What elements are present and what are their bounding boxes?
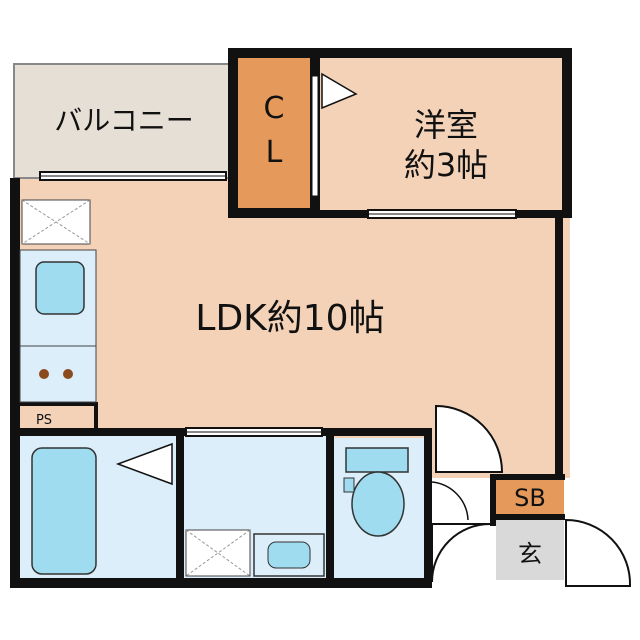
closet-label-line1: C — [264, 91, 285, 126]
stove-burner-icon — [63, 369, 73, 379]
closet-door-marker — [321, 72, 358, 110]
bathroom-door-marker — [115, 442, 173, 486]
toilet-door-swing — [431, 523, 491, 583]
pipe-space-label: PS — [36, 413, 52, 428]
balcony-label: バルコニー — [54, 104, 193, 137]
entrance-door-swing — [565, 518, 632, 587]
sliding-windows — [39, 75, 517, 437]
stove — [19, 345, 97, 403]
kitchen-sink — [35, 261, 85, 315]
stove-burner-icon — [39, 369, 49, 379]
entrance-floor — [496, 518, 564, 580]
western-room-size-label: 約3帖 — [404, 146, 488, 184]
shoe-box-floor — [496, 478, 564, 518]
closet-floor — [236, 58, 312, 210]
bathtub — [31, 447, 97, 575]
toilet-tank — [345, 447, 409, 473]
wash-basin-bowl — [267, 541, 311, 569]
ldk-door-swing — [435, 404, 504, 473]
entrance-label: 玄 — [518, 540, 542, 568]
closet-label-line2: L — [266, 135, 283, 170]
wash-basin — [253, 533, 325, 577]
washroom-door-swing — [431, 481, 469, 521]
toilet-paper-holder — [343, 477, 355, 493]
ldk-label: LDK約10帖 — [195, 298, 384, 339]
pipe-space-floor — [18, 408, 96, 430]
toilet-bowl — [351, 471, 405, 537]
balcony-floor — [13, 63, 235, 179]
western-room-floor — [318, 50, 568, 215]
western-room-label: 洋室 — [414, 106, 478, 144]
shoe-box-label: SB — [514, 484, 546, 512]
